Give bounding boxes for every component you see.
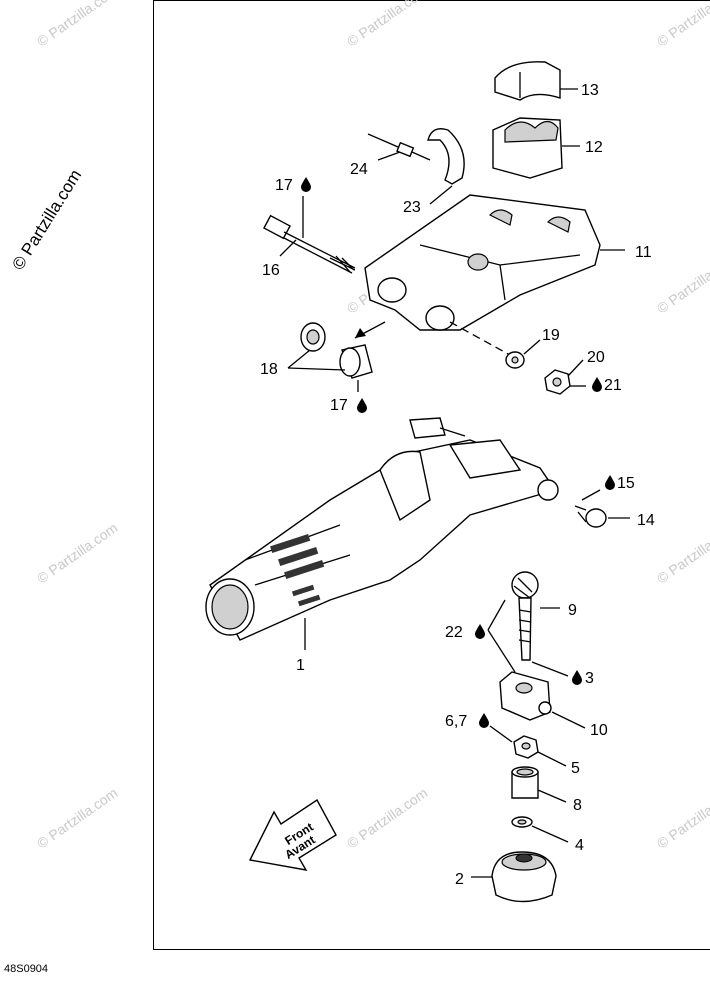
part-14-bolt (574, 505, 607, 528)
callout-23: 23 (403, 199, 421, 216)
part-24-pin (367, 133, 431, 161)
callout-9: 9 (568, 602, 577, 619)
callout-18: 18 (260, 361, 278, 378)
callout-19: 19 (542, 327, 560, 344)
callout-1: 1 (296, 657, 305, 674)
part-1-swing-arm (205, 417, 559, 641)
callout-14: 14 (637, 512, 655, 529)
part-12-mount-block (492, 117, 563, 179)
oil-drop-icon (475, 624, 485, 639)
oil-drop-icon (479, 713, 489, 728)
callout-4: 4 (575, 837, 584, 854)
callout-6-7: 6,7 (445, 713, 467, 730)
part-9-adjuster-screw (511, 571, 539, 661)
callout-21: 21 (604, 377, 622, 394)
callout-13: 13 (581, 82, 599, 99)
callout-20: 20 (587, 349, 605, 366)
callout-2: 2 (455, 871, 464, 888)
callout-8: 8 (573, 797, 582, 814)
callout-labels: 13 12 24 17 23 11 16 19 20 18 21 17 15 1… (260, 82, 655, 888)
callout-24: 24 (350, 161, 368, 178)
part-2-knob (491, 851, 557, 903)
oil-drop-icon (592, 377, 602, 392)
part-5-nut (513, 735, 539, 759)
callout-10: 10 (590, 722, 608, 739)
callout-5: 5 (571, 760, 580, 777)
oil-drop-icon (357, 398, 367, 413)
oil-drop-icon (301, 177, 311, 192)
diagram-frame (153, 0, 710, 950)
callout-22: 22 (445, 624, 463, 641)
part-13-clamp-half (494, 61, 561, 101)
oil-drop-icon (605, 475, 615, 490)
callout-12: 12 (585, 139, 603, 156)
part-23-clip (427, 128, 465, 185)
part-10-block (499, 671, 552, 721)
front-arrow-icon: Front Avant (248, 798, 337, 871)
callout-16: 16 (262, 262, 280, 279)
oil-drop-icon (572, 670, 582, 685)
part-20-nut (544, 369, 571, 395)
diagram-code: 48S0904 (4, 963, 49, 975)
part-16-bolt (263, 214, 356, 274)
part-11-bracket (364, 194, 601, 331)
callout-3: 3 (585, 670, 594, 687)
part-19-washer (505, 351, 525, 369)
callout-17a: 17 (275, 177, 293, 194)
part-18-bushings (300, 322, 373, 379)
part-8-sleeve (511, 766, 539, 799)
part-4-washer (511, 816, 533, 828)
callout-15: 15 (617, 475, 635, 492)
callout-11: 11 (635, 244, 652, 261)
callout-17b: 17 (330, 397, 348, 414)
